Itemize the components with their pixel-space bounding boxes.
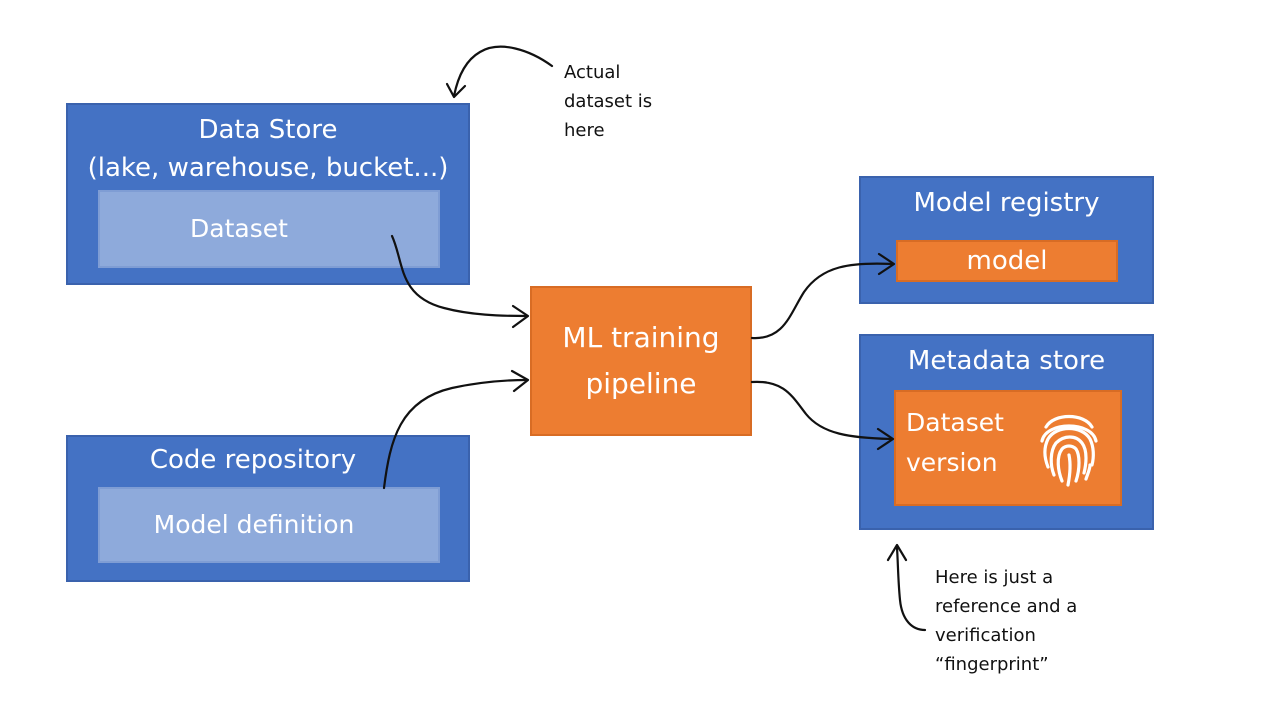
arrowhead-pipeline-to-model xyxy=(877,252,896,276)
pipeline-label-line2: pipeline xyxy=(585,367,697,400)
top-note: Actual dataset is here xyxy=(564,58,652,145)
code-repository-title: Code repository xyxy=(149,445,357,475)
dataset-version-line1: Dataset xyxy=(906,408,1004,437)
arrow-pipeline-to-metadata xyxy=(750,380,894,441)
data-store-title: Data Store xyxy=(198,115,338,145)
model-box: model xyxy=(896,240,1118,282)
top-note-line: Actual xyxy=(564,62,621,83)
note-arrow-head-data-store xyxy=(445,82,467,99)
arrow-pipeline-to-model xyxy=(750,262,895,340)
top-note-line: here xyxy=(564,120,605,141)
model-label: model xyxy=(966,246,1048,276)
arrowhead-pipeline-to-metadata xyxy=(876,427,895,451)
note-arrow-to-metadata xyxy=(895,546,927,632)
bottom-note-line: Here is just a xyxy=(935,567,1054,588)
code-repository-box: Code repository Model definition xyxy=(66,435,470,582)
top-note-line: dataset is xyxy=(564,91,653,112)
dataset-version-line2: version xyxy=(906,448,998,477)
model-definition-label: Model definition xyxy=(153,510,355,539)
metadata-store-box: Metadata store Dataset version xyxy=(859,334,1154,530)
arrowhead-dataset-to-pipeline xyxy=(511,304,530,329)
note-arrow-head-metadata xyxy=(886,543,908,562)
bottom-note-line: verification xyxy=(935,625,1036,646)
arrow-dataset-to-pipeline xyxy=(390,234,529,318)
model-registry-title: Model registry xyxy=(913,188,1100,218)
model-registry-box: Model registry model xyxy=(859,176,1154,304)
dataset-box: Dataset xyxy=(98,190,440,268)
model-definition-box: Model definition xyxy=(98,487,440,563)
pipeline-label-line1: ML training xyxy=(562,321,720,354)
bottom-note-line: reference and a xyxy=(935,596,1078,617)
data-store-box: Data Store (lake, warehouse, bucket...) … xyxy=(66,103,470,285)
bottom-note-line: “fingerprint” xyxy=(935,654,1049,675)
note-arrow-to-data-store xyxy=(452,45,554,98)
ml-training-pipeline-box: ML training pipeline xyxy=(530,286,752,436)
arrowhead-code-to-pipeline xyxy=(510,369,530,393)
data-store-subtitle: (lake, warehouse, bucket...) xyxy=(87,153,449,183)
dataset-label: Dataset xyxy=(190,214,288,243)
arrow-code-to-pipeline xyxy=(382,378,529,490)
fingerprint-icon xyxy=(1040,414,1098,487)
dataset-version-box: Dataset version xyxy=(894,390,1122,506)
metadata-store-title: Metadata store xyxy=(907,346,1106,376)
bottom-note: Here is just a reference and a verificat… xyxy=(935,563,1077,679)
